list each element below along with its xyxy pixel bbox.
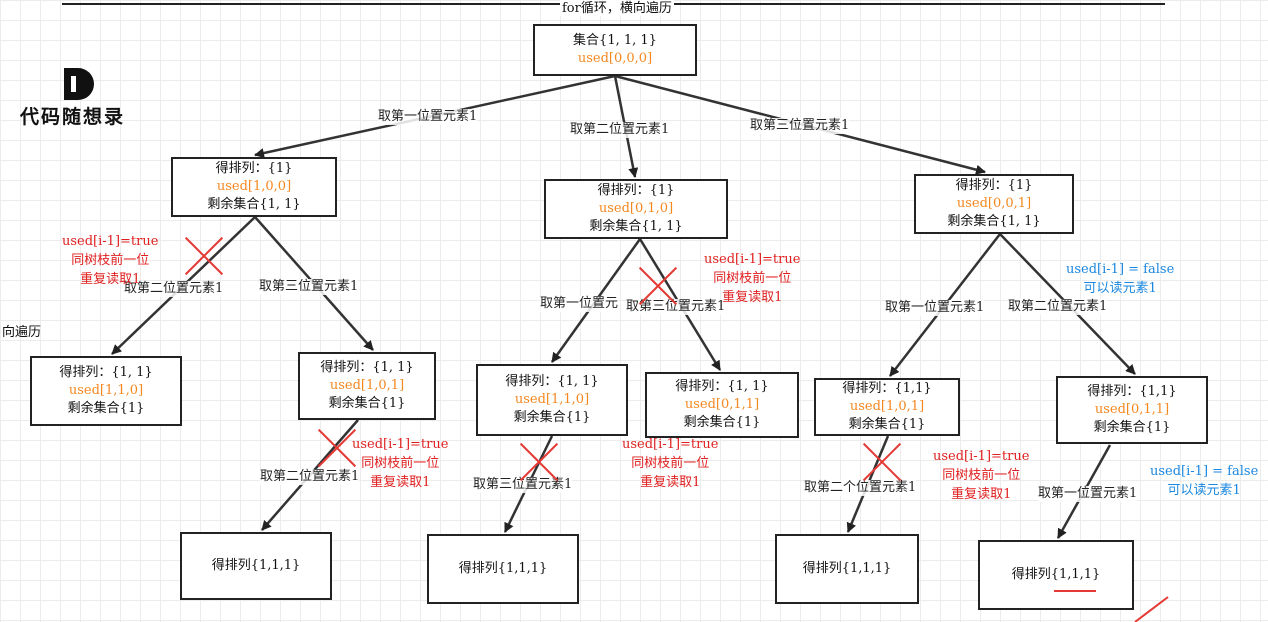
used-array: used[1,1,0]: [514, 392, 590, 407]
logo-d-icon: [64, 68, 94, 100]
used-array: used[1,0,1]: [849, 399, 925, 414]
note-line: 同树枝前一位: [361, 456, 440, 471]
note-line: used[i-1]=true: [352, 437, 449, 452]
edge-label: 取第一位置元素1: [1038, 486, 1138, 502]
node-text: 集合{1, 1, 1}: [573, 33, 657, 48]
note-line: 可以读元素1: [1083, 281, 1157, 296]
edge-label: 取第三位置元素1: [259, 279, 359, 295]
logo-text: 代码随想录: [20, 106, 126, 128]
red-mark-stroke: [1134, 596, 1169, 622]
node-text: 得排列：{1,1}: [842, 381, 932, 396]
note-line: 重复读取1: [640, 475, 701, 490]
prune-note: used[i-1]=true 同树枝前一位 重复读取1: [622, 435, 718, 492]
node-n32: 得排列：{1,1} used[0,1,1] 剩余集合{1}: [1056, 376, 1208, 444]
node-text: 得排列：{1, 1}: [675, 379, 769, 394]
node-text: 得排列{1,1,1}: [211, 558, 301, 573]
red-underline: [1054, 590, 1096, 592]
node-root: 集合{1, 1, 1} used[0,0,0]: [533, 24, 697, 76]
prune-note: used[i-1]=true 同树枝前一位 重复读取1: [933, 447, 1029, 504]
node-text: 剩余集合{1}: [328, 396, 406, 411]
node-text: 得排列：{1}: [597, 183, 675, 198]
top-title: for循环，横向遍历: [560, 0, 674, 16]
prune-cross-icon: [860, 440, 904, 484]
node-text: 剩余集合{1}: [1093, 420, 1171, 435]
note-line: used[i-1] = false: [1066, 262, 1175, 277]
node-text: 得排列{1,1,1}: [1011, 567, 1101, 582]
used-array: used[0,1,1]: [684, 397, 760, 412]
node-text: 得排列：{1}: [955, 178, 1033, 193]
allow-note: used[i-1] = false 可以读元素1: [1150, 462, 1258, 500]
used-array: used[0,1,0]: [598, 201, 674, 216]
note-line: 同树枝前一位: [942, 468, 1021, 483]
edge-label: 取第一位置元: [540, 296, 619, 312]
note-line: 同树枝前一位: [71, 253, 150, 268]
note-line: used[i-1] = false: [1150, 464, 1259, 479]
node-text: 得排列{1,1,1}: [802, 561, 892, 576]
used-array: used[0,1,1]: [1094, 402, 1170, 417]
node-text: 得排列：{1}: [215, 161, 293, 176]
node-leaf-1: 得排列{1,1,1}: [180, 532, 332, 600]
used-array: used[1,1,0]: [68, 383, 144, 398]
edge-label: 取第二位置元素1: [1008, 299, 1108, 315]
edge-label: 取第二位置元素1: [260, 469, 360, 485]
node-text: 剩余集合{1}: [513, 410, 591, 425]
prune-note: used[i-1]=true 同树枝前一位 重复读取1: [704, 250, 800, 307]
note-line: used[i-1]=true: [933, 449, 1030, 464]
used-array: used[0,0,1]: [956, 196, 1032, 211]
node-text: 得排列{1,1,1}: [458, 561, 548, 576]
used-array: used[1,0,1]: [329, 378, 405, 393]
edge-label: 取第一位置元素1: [378, 109, 478, 125]
used-array: used[0,0,0]: [577, 51, 653, 66]
node-text: 剩余集合{1, 1}: [207, 197, 301, 212]
node-text: 得排列：{1, 1}: [505, 374, 599, 389]
note-line: 重复读取1: [722, 290, 783, 305]
node-text: 剩余集合{1, 1}: [589, 219, 683, 234]
edge-label: 取第二位置元素1: [570, 122, 670, 138]
prune-cross-icon: [182, 234, 226, 278]
node-n3: 得排列：{1} used[0,0,1] 剩余集合{1, 1}: [914, 174, 1074, 234]
edge-label: 取第一位置元素1: [885, 300, 985, 316]
node-n2: 得排列：{1} used[0,1,0] 剩余集合{1, 1}: [544, 179, 728, 239]
edge-label: 取第二位置元素1: [124, 281, 224, 297]
node-n21: 得排列：{1, 1} used[1,1,0] 剩余集合{1}: [476, 364, 628, 436]
prune-note: used[i-1]=true 同树枝前一位 重复读取1: [62, 232, 158, 289]
node-leaf-4: 得排列{1,1,1}: [978, 540, 1134, 610]
side-text: 向遍历: [2, 325, 42, 340]
node-n11: 得排列：{1, 1} used[1,1,0] 剩余集合{1}: [30, 356, 182, 426]
edge-label: 取第三位置元素1: [750, 118, 850, 134]
prune-note: used[i-1]=true 同树枝前一位 重复读取1: [352, 435, 448, 492]
prune-cross-icon: [636, 264, 680, 308]
note-line: used[i-1]=true: [62, 234, 159, 249]
node-n31: 得排列：{1,1} used[1,0,1] 剩余集合{1}: [814, 378, 960, 436]
node-text: 剩余集合{1}: [67, 401, 145, 416]
node-text: 得排列：{1, 1}: [59, 365, 153, 380]
node-text: 剩余集合{1, 1}: [947, 214, 1041, 229]
note-line: 可以读元素1: [1167, 483, 1241, 498]
allow-note: used[i-1] = false 可以读元素1: [1066, 260, 1174, 298]
node-text: 得排列：{1, 1}: [320, 360, 414, 375]
node-text: 剩余集合{1}: [683, 415, 761, 430]
node-n1: 得排列：{1} used[1,0,0] 剩余集合{1, 1}: [171, 157, 337, 217]
node-leaf-2: 得排列{1,1,1}: [427, 534, 579, 604]
node-text: 剩余集合{1}: [848, 417, 926, 432]
note-line: 同树枝前一位: [713, 271, 792, 286]
note-line: 重复读取1: [80, 272, 141, 287]
node-text: 得排列：{1,1}: [1087, 384, 1177, 399]
note-line: 重复读取1: [951, 487, 1012, 502]
node-n12: 得排列：{1, 1} used[1,0,1] 剩余集合{1}: [298, 352, 436, 420]
used-array: used[1,0,0]: [216, 179, 292, 194]
note-line: used[i-1]=true: [622, 437, 719, 452]
node-leaf-3: 得排列{1,1,1}: [775, 534, 919, 604]
note-line: 重复读取1: [370, 475, 431, 490]
note-line: 同树枝前一位: [631, 456, 710, 471]
node-n22: 得排列：{1, 1} used[0,1,1] 剩余集合{1}: [645, 372, 799, 438]
prune-cross-icon: [517, 440, 561, 484]
note-line: used[i-1]=true: [704, 252, 801, 267]
